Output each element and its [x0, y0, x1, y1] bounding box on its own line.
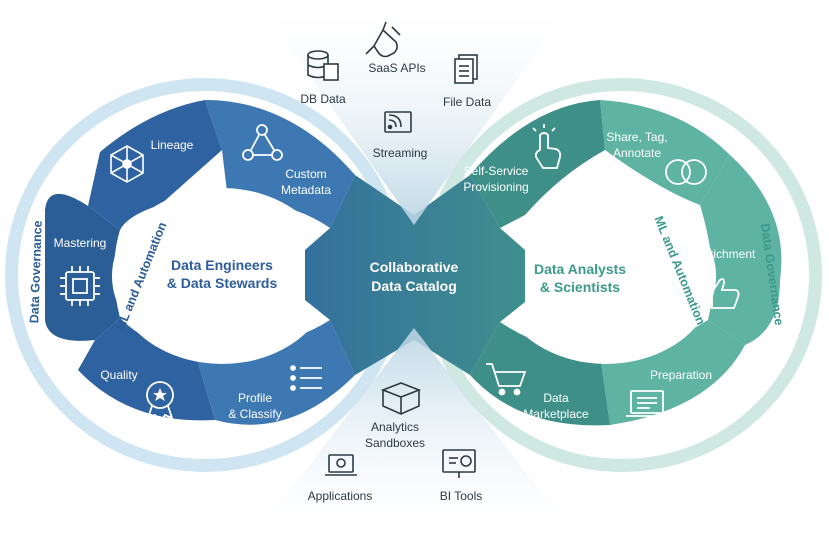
- profile-classify-label-1: Profile: [238, 391, 272, 405]
- chip-icon: [60, 266, 100, 306]
- box-icon: [380, 382, 422, 415]
- thumbs-up-icon: [702, 278, 740, 309]
- segment-profile-classify[interactable]: [195, 320, 355, 425]
- shopping-cart-icon: [486, 363, 527, 396]
- consumers-fan: [260, 328, 570, 530]
- right-hub-title-line2: & Scientists: [540, 279, 620, 295]
- segment-mastering[interactable]: [45, 193, 120, 341]
- center-catalog-shape: [305, 175, 525, 375]
- center-title-line2: Data Catalog: [371, 278, 457, 294]
- self-service-label-1: Self-Service: [464, 164, 529, 178]
- custom-metadata-label-2: Metadata: [281, 183, 331, 197]
- segment-lineage[interactable]: [88, 100, 222, 230]
- laptop-gear-icon: [325, 454, 357, 476]
- left-loop: [45, 100, 355, 425]
- applications-label: Applications: [308, 489, 373, 503]
- custom-metadata-label-1: Custom: [285, 167, 326, 181]
- file-stack-icon: [454, 54, 478, 84]
- segment-share-tag[interactable]: [600, 100, 730, 205]
- network-icon: [110, 145, 144, 183]
- segment-preparation[interactable]: [600, 320, 745, 425]
- right-hub: [496, 188, 716, 364]
- plug-icon: [365, 21, 401, 58]
- database-icon: [307, 50, 339, 81]
- segment-enrichment[interactable]: [700, 155, 782, 345]
- quality-label: Quality: [100, 368, 137, 382]
- award-badge-icon: [146, 381, 174, 421]
- graph-nodes-icon: [242, 124, 283, 161]
- share-tag-label-1: Share, Tag,: [606, 130, 667, 144]
- right-loop: [470, 100, 782, 426]
- bi-tools-label: BI Tools: [440, 489, 482, 503]
- segment-self-service[interactable]: [470, 100, 605, 228]
- profile-classify-label-2: & Classify: [228, 407, 281, 421]
- laptop-list-icon: [626, 390, 668, 417]
- left-outer-label: Data Governance: [27, 220, 45, 323]
- enrichment-label: Enrichment: [695, 247, 756, 261]
- analytics-label-2: Sandboxes: [365, 436, 425, 450]
- file-data-label: File Data: [443, 95, 491, 109]
- preparation-label: Preparation: [650, 368, 712, 382]
- bi-chart-icon: [442, 449, 476, 478]
- db-data-label: DB Data: [300, 92, 346, 106]
- share-tag-label-2: Annotate: [613, 146, 661, 160]
- center-title-line1: Collaborative: [370, 259, 459, 275]
- lineage-label: Lineage: [151, 138, 194, 152]
- left-hub: [112, 188, 332, 364]
- mastering-label: Mastering: [54, 236, 107, 250]
- saas-apis-label: SaaS APIs: [368, 61, 425, 75]
- analytics-label-1: Analytics: [371, 420, 419, 434]
- segment-data-marketplace[interactable]: [470, 322, 610, 426]
- self-service-label-2: Provisioning: [463, 180, 528, 194]
- left-hub-title-line2: & Data Stewards: [167, 275, 278, 291]
- right-hub-title-line1: Data Analysts: [534, 261, 626, 277]
- streaming-label: Streaming: [373, 146, 428, 160]
- streaming-icon: [384, 111, 412, 133]
- venn-icon: [665, 159, 707, 185]
- left-hub-title-line1: Data Engineers: [171, 257, 273, 273]
- data-marketplace-label-2: Marketplace: [523, 407, 589, 421]
- list-icon: [290, 365, 322, 391]
- tap-hand-icon: [532, 124, 562, 169]
- data-marketplace-label-1: Data: [543, 391, 569, 405]
- segment-quality[interactable]: [78, 318, 215, 421]
- sources-fan: [265, 12, 565, 225]
